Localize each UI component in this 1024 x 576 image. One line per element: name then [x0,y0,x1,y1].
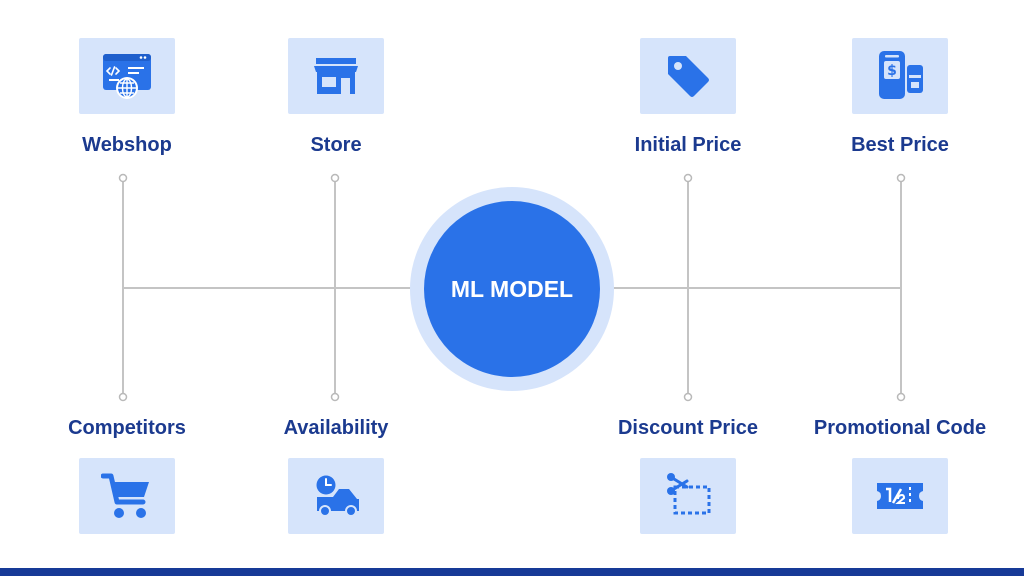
shopping-cart-icon [101,473,149,518]
competitors-label: Competitors [68,417,186,439]
promotional-code-label: Promotional Code [813,417,987,439]
webshop-tile [79,38,175,114]
promotional-code-tile [852,458,948,534]
initial-price-label: Initial Price [634,134,742,156]
discount-price-label: Discount Price [617,417,759,439]
discount-ticket-icon [877,483,923,509]
svg-text:$: $ [887,63,897,79]
browser-globe-icon [103,54,151,99]
connector-dot [683,173,693,183]
initial-price-tile [640,38,736,114]
store-tile [288,38,384,114]
availability-label: Availability [283,417,389,439]
connector-dot [683,392,693,402]
competitors-tile [79,458,175,534]
webshop-label: Webshop [82,134,172,156]
ml-model-circle: ML MODEL [424,201,600,377]
connector-dot [118,173,128,183]
connector-dot [896,392,906,402]
footer-bar [0,568,1024,576]
discount-price-tile [640,458,736,534]
coupon-scissors-icon [667,473,711,515]
delivery-clock-icon [315,474,359,517]
ml-model-label: ML MODEL [450,275,574,302]
connector-dot [330,392,340,402]
storefront-icon [314,58,358,94]
store-label: Store [310,134,362,156]
ml-model-node: ML MODEL [410,187,614,391]
price-tag-icon [668,56,709,97]
connector-dot [896,173,906,183]
best-price-label: Best Price [851,134,949,156]
best-price-tile: $ [852,38,948,114]
connector-dot [118,392,128,402]
availability-tile [288,458,384,534]
mobile-dollar-icon: $ [879,51,923,99]
connector-dot [330,173,340,183]
